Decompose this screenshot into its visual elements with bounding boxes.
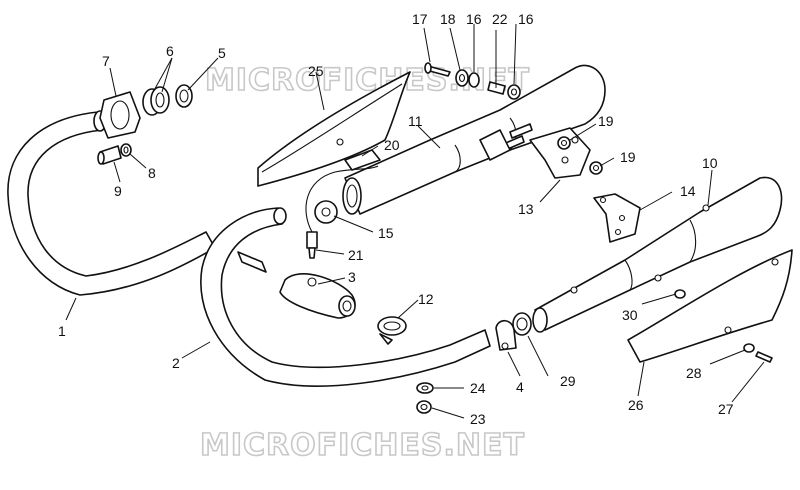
- label-20: 20: [384, 137, 400, 153]
- bush-16b: [507, 84, 521, 100]
- washer-28: [743, 343, 755, 353]
- label-26: 26: [628, 397, 644, 413]
- label-15: 15: [378, 225, 394, 241]
- label-19b: 19: [620, 149, 636, 165]
- label-6: 6: [166, 43, 174, 59]
- clamp-4: [495, 319, 517, 351]
- part-labels: 1 2 3 4 5 6 7 8 9 10 11 12 13 14 15 16 1…: [58, 11, 734, 427]
- label-9: 9: [114, 183, 122, 199]
- bracket-plate: [479, 129, 511, 161]
- label-2: 2: [172, 355, 180, 371]
- label-29: 29: [560, 373, 576, 389]
- label-21: 21: [348, 247, 364, 263]
- nut-23: [416, 400, 432, 414]
- label-25: 25: [308, 63, 324, 79]
- label-18: 18: [440, 11, 456, 27]
- nut-8: [120, 143, 132, 157]
- collector-3: [279, 272, 356, 319]
- clamp-15: [314, 200, 338, 224]
- label-1: 1: [58, 323, 66, 339]
- label-12: 12: [418, 291, 434, 307]
- bush-16a: [468, 72, 480, 88]
- label-13: 13: [518, 201, 534, 217]
- label-30: 30: [622, 307, 638, 323]
- label-16b: 16: [518, 11, 534, 27]
- label-11: 11: [408, 113, 423, 129]
- silencer-10: [532, 176, 783, 333]
- screw-27: [755, 351, 773, 363]
- clamp-12: [377, 316, 407, 345]
- header-pipe-2: [200, 207, 491, 387]
- heat-shield-26: [627, 249, 793, 363]
- label-27: 27: [718, 401, 734, 417]
- bolt-17: [424, 62, 451, 77]
- stud-lower: [509, 123, 533, 139]
- label-17: 17: [412, 11, 428, 27]
- label-8: 8: [148, 165, 156, 181]
- label-3: 3: [348, 269, 356, 285]
- header-pipe-1: [7, 110, 216, 296]
- stud-9: [97, 145, 122, 165]
- washer-30: [674, 289, 686, 299]
- label-24: 24: [470, 380, 486, 396]
- washer-24: [416, 382, 434, 394]
- label-5: 5: [218, 45, 226, 61]
- leader-lines: [65, 23, 765, 419]
- bracket-13: [529, 127, 591, 179]
- washer-18: [455, 69, 469, 87]
- nut-19a: [557, 136, 571, 150]
- watermark-bottom: MICROFICHES.NET: [200, 428, 525, 463]
- flange-7: [99, 91, 141, 139]
- watermark-top: MICROFICHES.NET: [205, 63, 530, 98]
- label-28: 28: [686, 365, 702, 381]
- label-16a: 16: [466, 11, 482, 27]
- lambda-sensor-21: [305, 165, 379, 259]
- label-14: 14: [680, 183, 696, 199]
- collets-6: [142, 86, 170, 116]
- bracket-14: [593, 193, 641, 243]
- nut-19b: [589, 161, 603, 175]
- label-23: 23: [470, 411, 486, 427]
- label-10: 10: [702, 155, 718, 171]
- label-7: 7: [102, 53, 110, 69]
- label-22: 22: [492, 11, 508, 27]
- heat-shield-25: [257, 71, 411, 187]
- clip-20: [344, 149, 381, 171]
- label-4: 4: [516, 379, 524, 395]
- label-19a: 19: [598, 113, 614, 129]
